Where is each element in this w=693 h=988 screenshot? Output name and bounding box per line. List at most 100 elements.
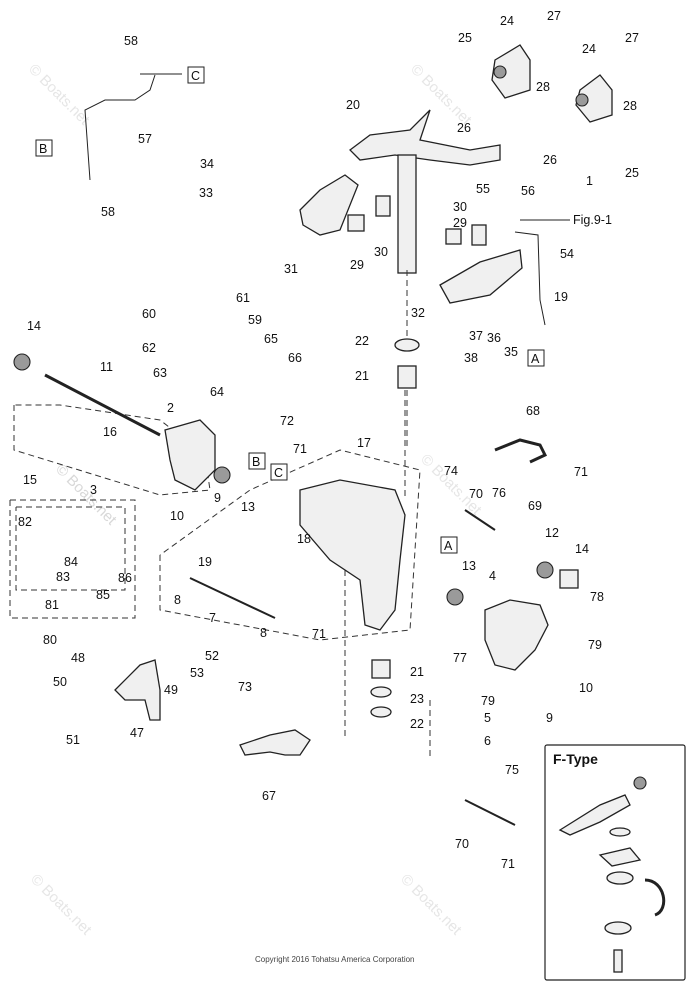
ref-box-c-top: C: [191, 69, 200, 83]
label-47: 47: [130, 726, 144, 740]
label-71-b: 71: [574, 465, 588, 479]
label-34: 34: [200, 157, 214, 171]
label-56: 56: [521, 184, 535, 198]
label-13: 13: [241, 500, 255, 514]
label-26-b: 26: [543, 153, 557, 167]
label-17: 17: [357, 436, 371, 450]
label-33: 33: [199, 186, 213, 200]
part-shapes: [13, 44, 613, 826]
label-25: 25: [458, 31, 472, 45]
label-78: 78: [590, 590, 604, 604]
label-81: 81: [45, 598, 59, 612]
copyright-text: Copyright 2016 Tohatsu America Corporati…: [255, 955, 415, 964]
label-86: 86: [118, 571, 132, 585]
label-83: 83: [56, 570, 70, 584]
label-21-b: 21: [410, 665, 424, 679]
label-11: 11: [100, 360, 113, 374]
label-53: 53: [190, 666, 204, 680]
label-19-b: 19: [198, 555, 212, 569]
label-72: 72: [280, 414, 294, 428]
label-29-b: 29: [453, 216, 467, 230]
f-type-title: F-Type: [553, 751, 598, 767]
label-24-b: 24: [582, 42, 596, 56]
label-25-b: 25: [625, 166, 639, 180]
label-35: 35: [504, 345, 518, 359]
label-77: 77: [453, 651, 467, 665]
label-64: 64: [210, 385, 224, 399]
label-14: 14: [27, 319, 41, 333]
label-52: 52: [205, 649, 219, 663]
label-4: 4: [489, 569, 496, 583]
label-30-b: 30: [453, 200, 467, 214]
label-1: 1: [586, 174, 593, 188]
label-20: 20: [346, 98, 360, 112]
label-22-b: 22: [410, 717, 424, 731]
ref-box-a-right: A: [531, 352, 540, 366]
label-75: 75: [505, 763, 519, 777]
watermark-6: © Boats.net: [52, 461, 120, 529]
label-27-b: 27: [625, 31, 639, 45]
watermark-2: © Boats.net: [407, 61, 475, 129]
label-58-top: 58: [124, 34, 138, 48]
label-9-b: 9: [546, 711, 553, 725]
label-27: 27: [547, 9, 561, 23]
label-9: 9: [214, 491, 221, 505]
label-63: 63: [153, 366, 167, 380]
label-71-c: 71: [312, 627, 326, 641]
label-7: 7: [209, 611, 216, 625]
label-74: 74: [444, 464, 458, 478]
ref-box-b-left: B: [39, 142, 47, 156]
label-71-d: 71: [501, 857, 515, 871]
label-36: 36: [487, 331, 501, 345]
label-62: 62: [142, 341, 156, 355]
label-66: 66: [288, 351, 302, 365]
label-28: 28: [536, 80, 550, 94]
label-79-a: 79: [588, 638, 602, 652]
label-60: 60: [142, 307, 156, 321]
label-54: 54: [560, 247, 574, 261]
label-58-bottom: 58: [101, 205, 115, 219]
ref-box-c-mid: C: [274, 466, 283, 480]
label-5: 5: [484, 711, 491, 725]
label-2: 2: [167, 401, 174, 415]
label-10: 10: [170, 509, 184, 523]
label-70-lower: 70: [455, 837, 469, 851]
watermark-3: © Boats.net: [27, 871, 95, 939]
label-6: 6: [484, 734, 491, 748]
label-76: 76: [492, 486, 506, 500]
part-labels: 1 2 3 4 5 6 7 8 9 10 11 12 13 14 15 16 1…: [18, 9, 672, 969]
label-69: 69: [528, 499, 542, 513]
label-8-b: 8: [260, 626, 267, 640]
label-29: 29: [350, 258, 364, 272]
label-49: 49: [164, 683, 178, 697]
label-84: 84: [64, 555, 78, 569]
label-65: 65: [264, 332, 278, 346]
reference-boxes: C B A B C A: [35, 66, 545, 554]
label-26: 26: [457, 121, 471, 135]
label-14-b: 14: [575, 542, 589, 556]
label-10-b: 10: [579, 681, 593, 695]
label-50: 50: [53, 675, 67, 689]
label-79-b: 79: [481, 694, 495, 708]
label-16: 16: [103, 425, 117, 439]
label-73: 73: [238, 680, 252, 694]
label-12: 12: [545, 526, 559, 540]
watermark-5: © Boats.net: [417, 451, 485, 519]
label-19: 19: [554, 290, 568, 304]
label-32: 32: [411, 306, 425, 320]
label-22: 22: [355, 334, 369, 348]
label-68: 68: [526, 404, 540, 418]
label-51: 51: [66, 733, 80, 747]
label-55: 55: [476, 182, 490, 196]
label-30: 30: [374, 245, 388, 259]
label-48: 48: [71, 651, 85, 665]
label-85: 85: [96, 588, 110, 602]
fig-reference: Fig.9-1: [573, 213, 612, 227]
label-21: 21: [355, 369, 369, 383]
ref-box-a-mid: A: [444, 539, 453, 553]
label-70-upper: 70: [469, 487, 483, 501]
watermark-1: © Boats.net: [25, 61, 93, 129]
label-28-b: 28: [623, 99, 637, 113]
label-8: 8: [174, 593, 181, 607]
